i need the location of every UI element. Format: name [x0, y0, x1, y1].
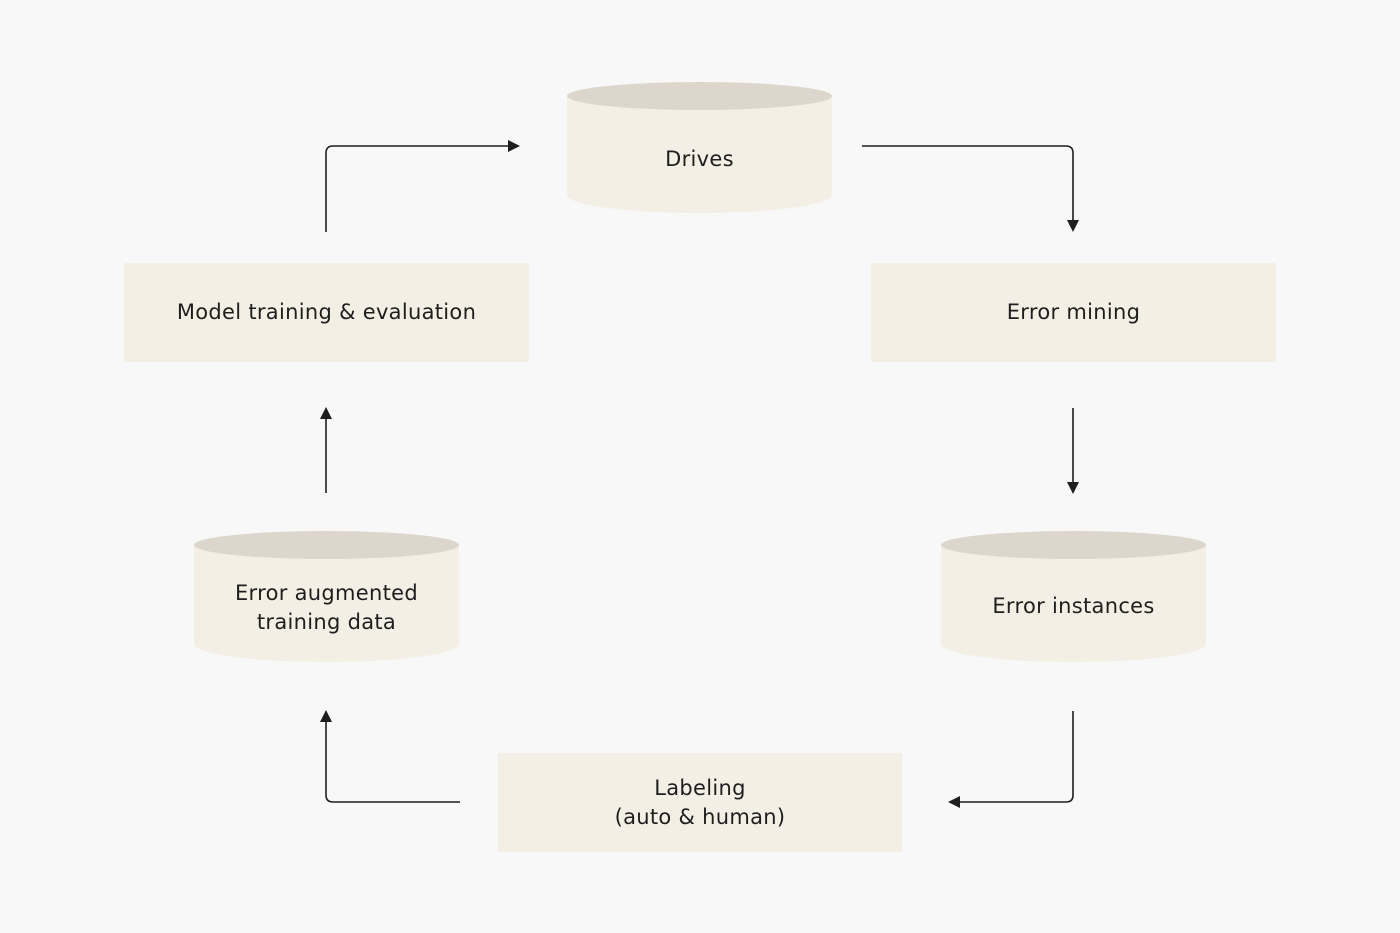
drives-node: Drives	[567, 82, 832, 213]
drives-label: Drives	[665, 147, 734, 171]
error-mining-label: Error mining	[1006, 300, 1141, 324]
model-training-label: Model training & evaluation	[176, 300, 477, 324]
drives-cylinder-shape	[567, 82, 832, 213]
error-instances-node: Error instances	[941, 531, 1206, 662]
error-mining-node: Error mining	[871, 263, 1276, 362]
labeling-label: Labeling (auto & human)	[614, 775, 786, 829]
edge-drives-to-error-mining	[862, 145, 1079, 232]
edge-model-training-to-drives	[325, 140, 520, 232]
labeling-node: Labeling (auto & human)	[498, 753, 902, 852]
edge-labeling-to-error-augmented	[320, 710, 460, 803]
edge-error-instances-to-labeling	[948, 711, 1074, 808]
error-augmented-label: Error augmented training data	[234, 581, 419, 634]
model-training-node: Model training & evaluation	[124, 263, 529, 362]
error-instances-cylinder-shape	[941, 531, 1206, 662]
error-augmented-cylinder-shape	[194, 531, 459, 662]
error-instances-label: Error instances	[992, 594, 1155, 618]
error-augmented-node: Error augmented training data	[194, 531, 459, 662]
